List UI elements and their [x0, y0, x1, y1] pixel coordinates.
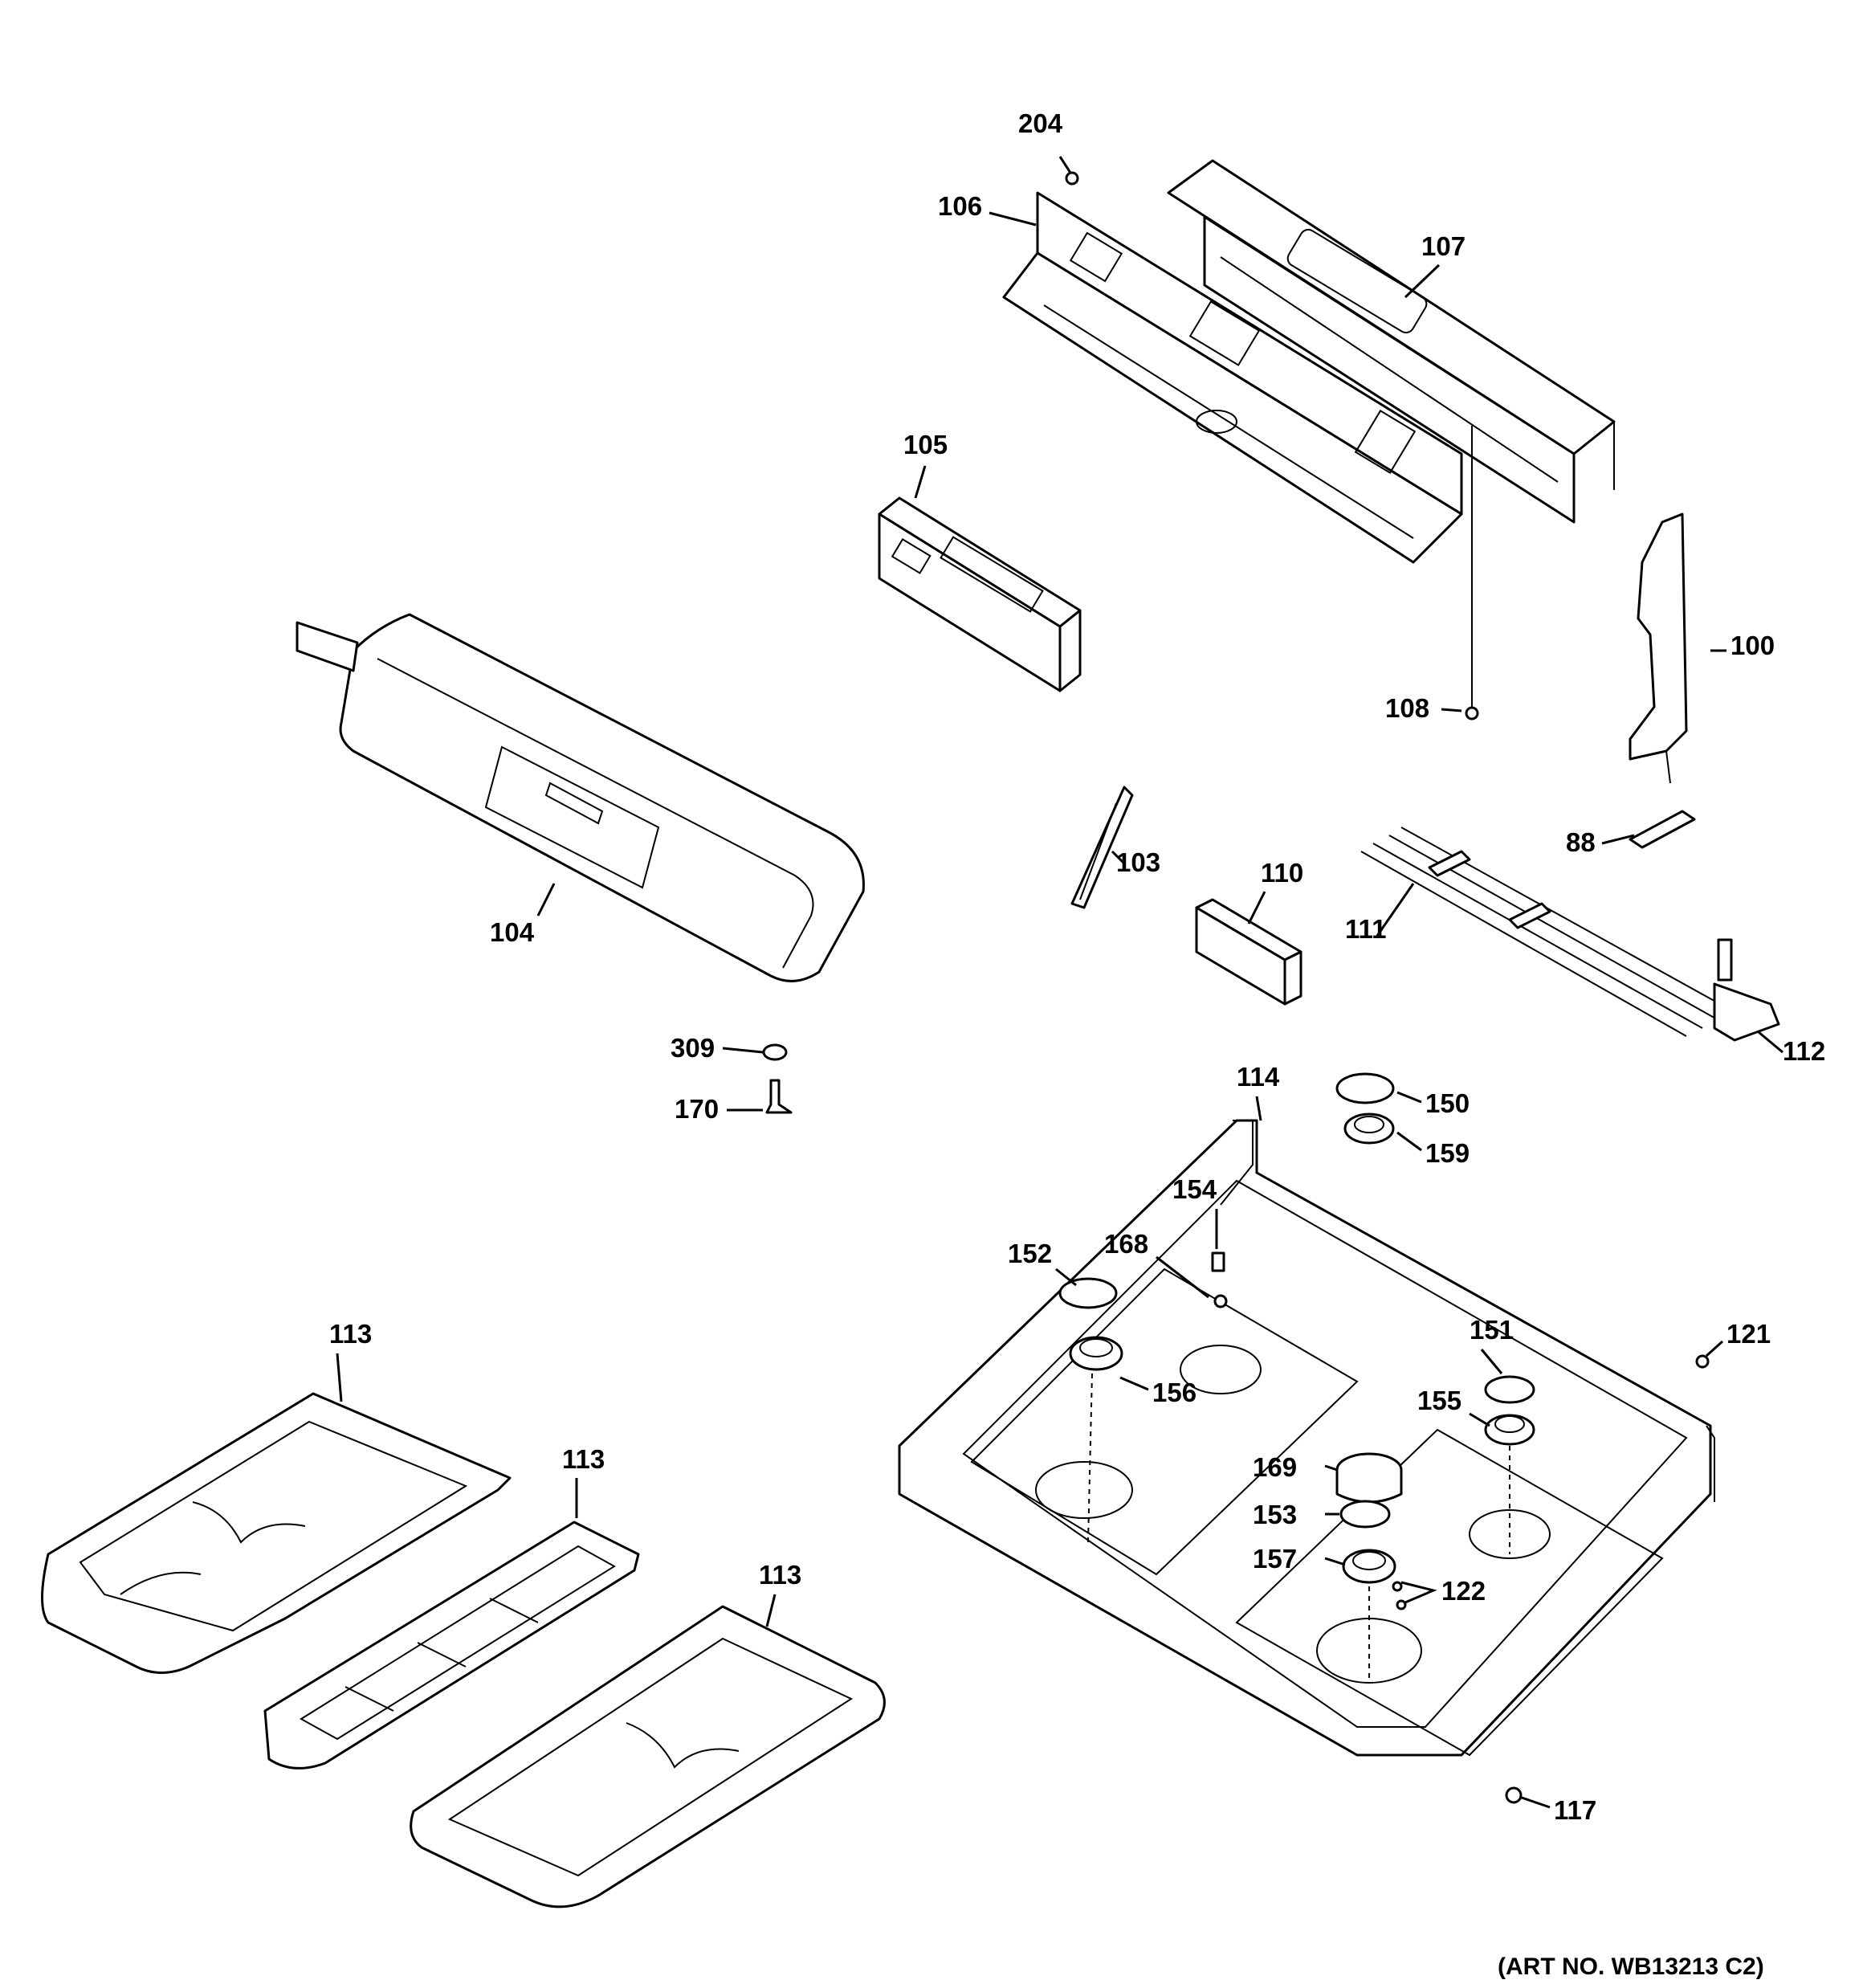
burner-cap-153 — [1339, 1500, 1391, 1529]
nut-117 — [1505, 1786, 1523, 1804]
burner-head-156 — [1069, 1336, 1123, 1371]
valve-112 — [1713, 938, 1780, 1042]
screw-121 — [1695, 1354, 1710, 1369]
burner-head-155 — [1484, 1414, 1535, 1446]
bracket-103 — [1070, 786, 1134, 909]
screw-170 — [765, 1079, 793, 1114]
callout-104: 104 — [490, 917, 535, 947]
callout-122: 122 — [1441, 1576, 1486, 1606]
cooktop — [898, 1119, 1715, 1757]
callout-113-right: 113 — [759, 1560, 801, 1590]
callout-121: 121 — [1726, 1319, 1771, 1349]
callout-113-middle: 113 — [562, 1444, 605, 1474]
callout-152: 152 — [1008, 1239, 1052, 1268]
callout-103: 103 — [1116, 847, 1160, 877]
grate-left — [41, 1392, 512, 1674]
callout-168: 168 — [1104, 1229, 1148, 1259]
callout-154: 154 — [1172, 1174, 1217, 1204]
burner-cap-150 — [1335, 1072, 1395, 1104]
callout-111: 111 — [1345, 914, 1386, 944]
callout-151: 151 — [1470, 1315, 1514, 1345]
callout-150: 150 — [1425, 1088, 1470, 1118]
side-trim — [1629, 512, 1688, 784]
callout-155: 155 — [1417, 1386, 1461, 1415]
burner-cap-152 — [1058, 1277, 1118, 1309]
screw-204 — [1065, 171, 1079, 186]
burner-head-157 — [1342, 1549, 1396, 1584]
callout-170: 170 — [675, 1094, 719, 1124]
module-110 — [1195, 898, 1302, 1006]
burner-cap-151 — [1484, 1375, 1535, 1404]
burner-head-159 — [1343, 1112, 1395, 1145]
callout-117: 117 — [1554, 1795, 1596, 1825]
backguard-rear-panel — [1167, 159, 1616, 524]
callout-100: 100 — [1731, 631, 1775, 660]
control-panel — [296, 613, 865, 982]
control-board — [878, 496, 1082, 692]
burner-169 — [1335, 1452, 1403, 1504]
callout-204: 204 — [1018, 108, 1063, 138]
callout-156: 156 — [1152, 1378, 1196, 1407]
bracket-88 — [1629, 810, 1696, 849]
art-number: (ART NO. WB13213 C2) — [1498, 1953, 1764, 1980]
callout-112: 112 — [1783, 1036, 1825, 1066]
washer-309 — [762, 1043, 788, 1061]
screw-168 — [1213, 1294, 1228, 1308]
grate-middle — [263, 1521, 640, 1770]
callout-309: 309 — [671, 1033, 715, 1063]
callout-169: 169 — [1253, 1452, 1297, 1482]
callout-159: 159 — [1425, 1138, 1470, 1168]
callout-107: 107 — [1421, 231, 1466, 261]
callout-108: 108 — [1385, 693, 1429, 723]
callout-106: 106 — [938, 191, 982, 221]
callout-114: 114 — [1237, 1062, 1280, 1092]
electrode-154 — [1211, 1251, 1225, 1272]
screw-108 — [1465, 426, 1479, 720]
screws-122 — [1392, 1581, 1407, 1610]
callout-110: 110 — [1261, 858, 1303, 888]
callout-113-left: 113 — [329, 1319, 372, 1349]
wire-harness — [1360, 827, 1735, 1037]
backguard-front-panel — [1002, 191, 1463, 564]
callout-153: 153 — [1253, 1500, 1297, 1529]
grate-right — [410, 1605, 886, 1908]
callout-88: 88 — [1566, 827, 1596, 857]
callout-157: 157 — [1253, 1544, 1297, 1574]
callout-105: 105 — [903, 430, 948, 459]
